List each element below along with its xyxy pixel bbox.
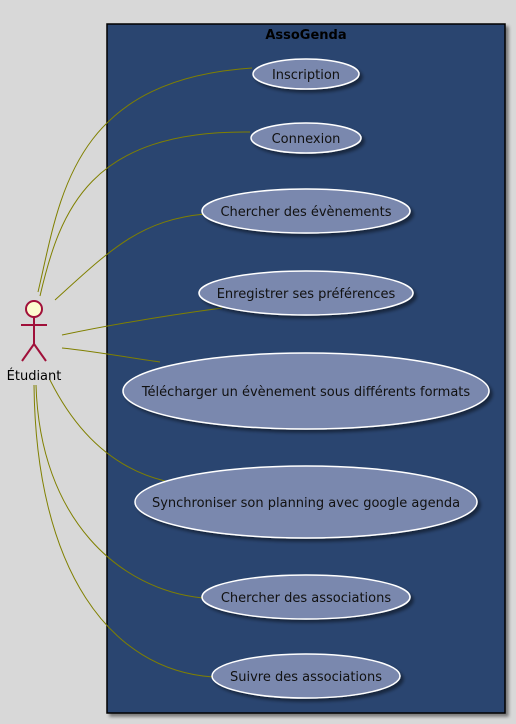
connector-line: [37, 67, 253, 293]
connector-line: [35, 384, 204, 599]
connector-line: [54, 213, 206, 301]
use-case-label: Chercher des associations: [221, 591, 391, 606]
actor-connectors: [33, 67, 253, 678]
use-case-label: Enregistrer ses préférences: [217, 287, 396, 302]
use-case-3[interactable]: Chercher des évènements: [201, 188, 411, 234]
use-case-ellipse: [122, 352, 490, 430]
use-case-ellipse: [250, 122, 362, 154]
use-case-label: Inscription: [272, 68, 340, 83]
use-case-label: Suivre des associations: [230, 670, 382, 685]
actor-label: Étudiant: [7, 368, 62, 384]
use-case-label: Synchroniser son planning avec google ag…: [152, 496, 460, 511]
use-case-8[interactable]: Suivre des associations: [211, 653, 401, 699]
use-case-ellipse: [201, 574, 411, 620]
use-case-2[interactable]: Connexion: [250, 122, 362, 154]
connector-line: [49, 379, 166, 482]
use-case-label: Télécharger un évènement sous différents…: [141, 385, 471, 400]
connector-line: [39, 131, 251, 297]
use-case-label: Connexion: [272, 132, 341, 147]
use-case-ellipse: [134, 465, 478, 539]
use-case-ellipse: [198, 270, 414, 316]
use-case-4[interactable]: Enregistrer ses préférences: [198, 270, 414, 316]
use-case-7[interactable]: Chercher des associations: [201, 574, 411, 620]
use-case-ellipse: [201, 188, 411, 234]
use-case-ellipse: [252, 58, 360, 90]
actor-stick-figure-icon: [21, 300, 47, 362]
connector-line: [33, 384, 214, 678]
use-case-label: Chercher des évènements: [220, 205, 391, 220]
connector-line: [61, 307, 223, 336]
system-title: AssoGenda: [265, 28, 346, 43]
use-case-ellipse: [211, 653, 401, 699]
actor-etudiant[interactable]: Étudiant: [7, 300, 62, 384]
use-case-1[interactable]: Inscription: [252, 58, 360, 90]
use-case-5[interactable]: Télécharger un évènement sous différents…: [122, 352, 490, 430]
use-case-6[interactable]: Synchroniser son planning avec google ag…: [134, 465, 478, 539]
connector-line: [61, 347, 161, 363]
